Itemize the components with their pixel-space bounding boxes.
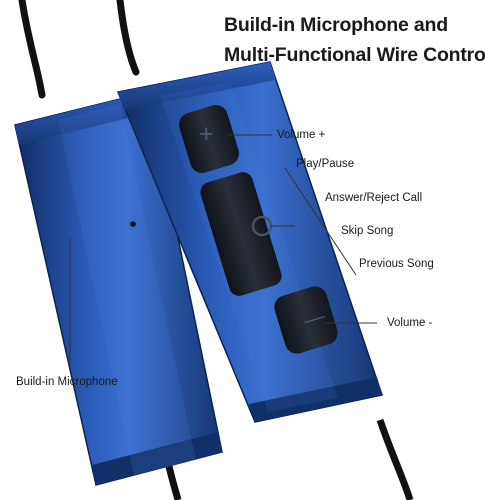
callout-volume-up: Volume +: [277, 129, 326, 141]
callout-microphone: Build-in Microphone: [16, 376, 118, 388]
microphone-hole-icon: [130, 221, 136, 227]
volume-down-button: [274, 286, 338, 354]
callout-volume-down: Volume -: [387, 317, 433, 329]
callout-play-pause: Play/Pause: [296, 158, 355, 170]
heading-line-2: Multi-Functional Wire Control: [224, 44, 485, 66]
right-cable-bottom: [376, 418, 414, 500]
microphone-housing: [14, 91, 223, 486]
left-cable-top: [18, 0, 46, 99]
plus-glyph-icon: +: [199, 120, 214, 148]
volume-up-button: [179, 105, 239, 173]
right-cable-top: [116, 0, 140, 76]
left-cable-bottom: [164, 461, 182, 500]
callout-previous-song: Previous Song: [359, 258, 434, 270]
callout-leaders: [69, 134, 377, 367]
remote-housing: [116, 61, 383, 423]
multi-function-button: [200, 172, 282, 296]
heading-line-1: Build-in Microphone and: [224, 14, 448, 36]
callout-answer-reject: Answer/Reject Call: [325, 192, 423, 204]
callout-skip-song: Skip Song: [341, 225, 394, 237]
